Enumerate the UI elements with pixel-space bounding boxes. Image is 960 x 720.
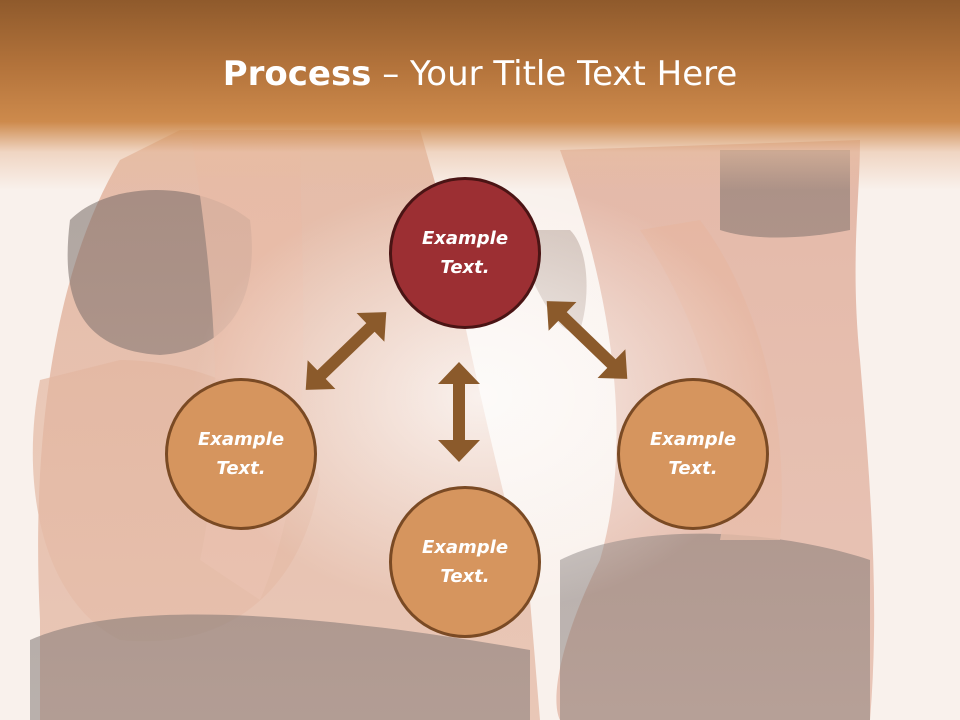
slide-title: Process – Your Title Text Here [0, 52, 960, 96]
process-node-left[interactable]: Example Text. [165, 378, 317, 530]
process-node-bottom[interactable]: Example Text. [389, 486, 541, 638]
double-arrow-icon [305, 312, 387, 390]
node-label: Example Text. [197, 429, 285, 479]
node-label: Example Text. [421, 228, 509, 278]
double-arrow-icon [546, 301, 628, 379]
title-bold: Process [222, 54, 372, 94]
double-arrow-icon [438, 362, 480, 462]
process-node-center[interactable]: Example Text. [389, 177, 541, 329]
process-node-right[interactable]: Example Text. [617, 378, 769, 530]
header-band [0, 0, 960, 190]
node-label: Example Text. [649, 429, 737, 479]
title-rest: – Your Title Text Here [371, 54, 738, 94]
node-label: Example Text. [421, 537, 509, 587]
